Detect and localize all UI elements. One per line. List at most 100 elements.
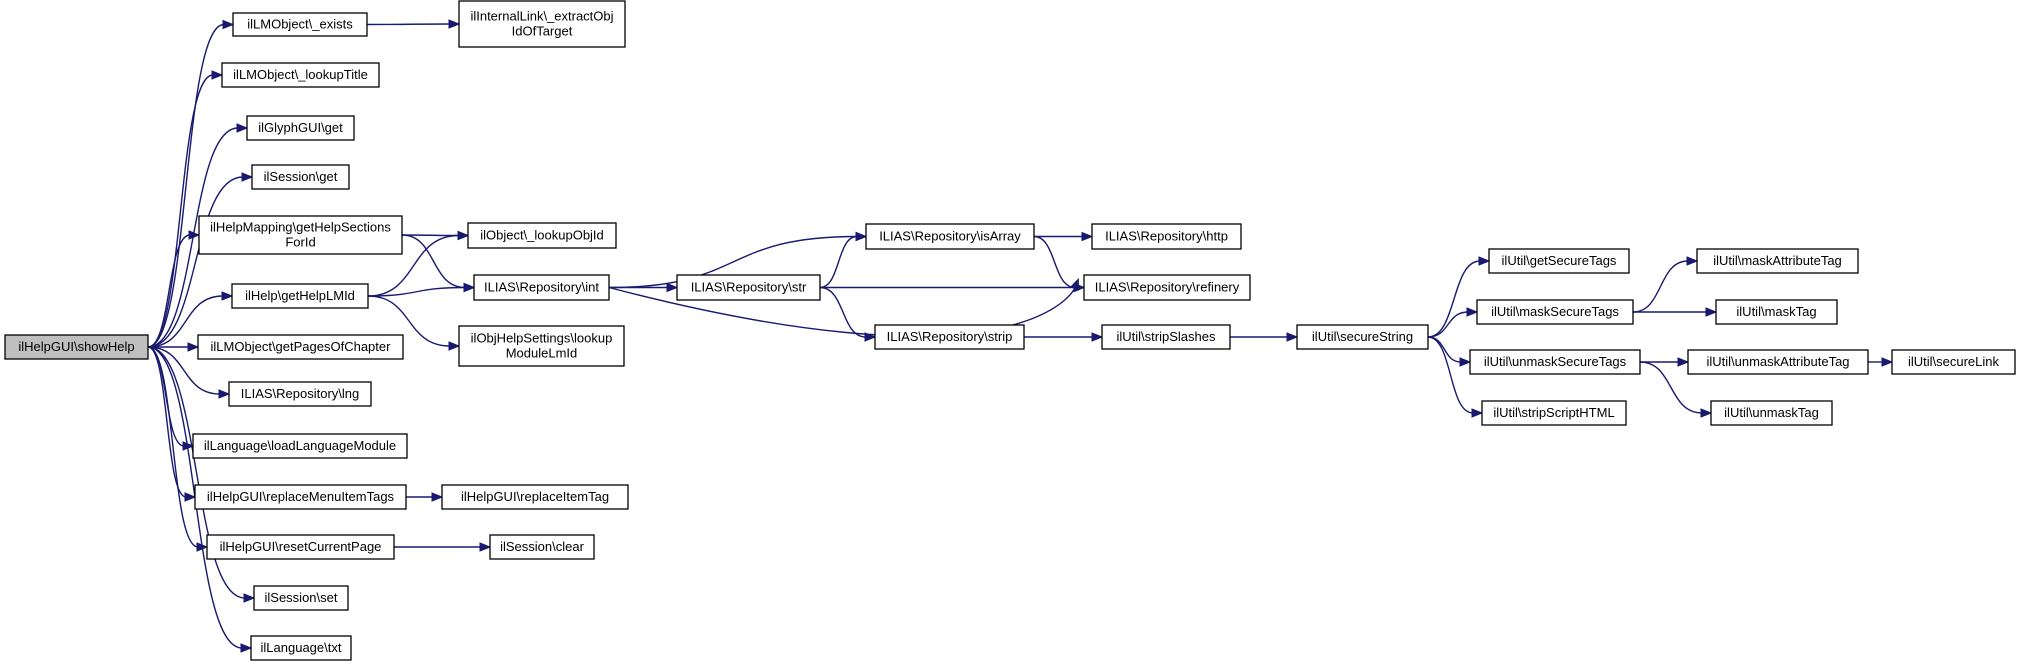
node-box	[221, 62, 380, 88]
node-box	[1469, 349, 1641, 375]
edge-line	[401, 234, 460, 237]
edge-showHelp-to-sessionGet	[147, 172, 254, 348]
node-label: ilUtil\maskSecureTags	[1491, 304, 1619, 319]
call-edges	[147, 19, 1894, 653]
node-box	[194, 484, 407, 510]
edge-line	[1427, 260, 1481, 338]
edge-unmaskSecureTags-to-unmaskTag	[1639, 361, 1713, 418]
node-secureString[interactable]: ilUtil\secureString	[1296, 324, 1429, 350]
edge-secureString-to-getSecureTags	[1427, 256, 1491, 338]
node-box	[232, 12, 368, 37]
node-maskAttrTag[interactable]: ilUtil\maskAttributeTag	[1696, 248, 1859, 274]
node-maskSecureTags[interactable]: ilUtil\maskSecureTags	[1476, 299, 1634, 325]
node-sessionGet[interactable]: ilSession\get	[251, 164, 350, 190]
node-label: ilUtil\secureString	[1312, 329, 1413, 344]
edge-getHelpLMId-to-lookupObjId	[367, 230, 470, 297]
arrowhead	[1705, 307, 1718, 317]
node-box	[1891, 349, 2016, 375]
edge-line	[1427, 311, 1469, 338]
edge-line	[147, 74, 214, 348]
edge-repoStrip-to-stripSlashes	[1023, 332, 1104, 342]
node-label: ForId	[285, 235, 315, 250]
arrowhead	[457, 230, 470, 241]
node-stripSlashes[interactable]: ilUtil\stripSlashes	[1101, 324, 1231, 350]
arrowhead	[1091, 332, 1104, 342]
arrowhead	[448, 341, 461, 351]
node-glyphGet[interactable]: ilGlyphGUI\get	[246, 115, 355, 141]
node-unmaskAttrTag[interactable]: ilUtil\unmaskAttributeTag	[1687, 349, 1869, 375]
edge-getHelpLMId-to-repoInt	[367, 282, 476, 297]
node-label: ilUtil\stripScriptHTML	[1493, 405, 1614, 420]
node-replaceMenuTags[interactable]: ilHelpGUI\replaceMenuItemTags	[194, 484, 407, 510]
node-label: ModuleLmId	[506, 346, 578, 361]
node-label: ILIAS\Repository\str	[691, 280, 807, 295]
node-label: ilSession\clear	[500, 539, 584, 554]
node-unmaskSecureTags[interactable]: ilUtil\unmaskSecureTags	[1469, 349, 1641, 375]
node-repoStr[interactable]: ILIAS\Repository\str	[676, 274, 821, 301]
edge-line	[147, 346, 187, 498]
node-label: ilUtil\unmaskTag	[1724, 405, 1819, 420]
arrowhead	[1881, 357, 1894, 367]
node-label: ilObjHelpSettings\lookup	[471, 331, 613, 346]
node-sessionClear[interactable]: ilSession\clear	[489, 534, 595, 560]
edge-repoStr-to-repoRefinery	[820, 282, 1086, 293]
node-loadLangModule[interactable]: ilLanguage\loadLanguageModule	[192, 433, 408, 459]
node-repoRefinery[interactable]: ILIAS\Repository\refinery	[1083, 274, 1251, 301]
node-lmExists[interactable]: ilLMObject\_exists	[232, 12, 368, 37]
node-maskTag[interactable]: ilUtil\maskTag	[1715, 299, 1838, 325]
node-resetPage[interactable]: ilHelpGUI\resetCurrentPage	[206, 534, 395, 560]
node-getHelpLMId[interactable]: ilHelp\getHelpLMId	[231, 283, 369, 309]
node-sessionSet[interactable]: ilSession\set	[253, 585, 349, 611]
edge-repoStr-to-repoStrip	[819, 286, 877, 342]
node-label: ILIAS\Repository\http	[1105, 229, 1228, 244]
node-stripScriptHTML[interactable]: ilUtil\stripScriptHTML	[1481, 400, 1627, 426]
arrowhead	[864, 332, 877, 342]
node-secureLink[interactable]: ilUtil\secureLink	[1891, 349, 2016, 375]
node-label: ilLMObject\_lookupTitle	[233, 67, 368, 82]
node-label: ilHelpMapping\getHelpSections	[210, 220, 391, 235]
edge-maskSecureTags-to-maskAttrTag	[1632, 256, 1699, 313]
node-repoHttp[interactable]: ILIAS\Repository\http	[1091, 223, 1242, 250]
edge-showHelp-to-repoLng	[147, 346, 231, 399]
node-lookupTitle[interactable]: ilLMObject\_lookupTitle	[221, 62, 380, 88]
node-label: ilUtil\maskAttributeTag	[1713, 253, 1842, 268]
node-box	[865, 223, 1035, 250]
node-box	[192, 433, 408, 459]
arrowhead	[188, 230, 201, 240]
node-lookupObjId[interactable]: ilObject\_lookupObjId	[467, 222, 617, 249]
node-box	[251, 164, 350, 190]
node-box	[228, 381, 372, 407]
node-repoIsArray[interactable]: ILIAS\Repository\isArray	[865, 223, 1035, 250]
node-label: ilUtil\getSecureTags	[1502, 253, 1617, 268]
node-label: ilObject\_lookupObjId	[480, 228, 604, 243]
edge-maskSecureTags-to-maskTag	[1632, 307, 1718, 317]
node-label: ILIAS\Repository\lng	[241, 386, 360, 401]
node-pagesOfChapter[interactable]: ilLMObject\getPagesOfChapter	[197, 334, 404, 360]
node-repoStrip[interactable]: ILIAS\Repository\strip	[874, 324, 1025, 350]
arrowhead	[431, 492, 444, 502]
node-repoLng[interactable]: ILIAS\Repository\lng	[228, 381, 372, 407]
node-replaceItemTag[interactable]: ilHelpGUI\replaceItemTag	[441, 484, 629, 510]
node-unmaskTag[interactable]: ilUtil\unmaskTag	[1710, 400, 1833, 426]
node-repoInt[interactable]: ILIAS\Repository\int	[473, 274, 610, 301]
arrowhead	[666, 282, 679, 293]
node-langTxt[interactable]: ilLanguage\txt	[250, 635, 352, 661]
edge-replaceMenuTags-to-replaceItemTag	[406, 492, 444, 502]
edge-line	[608, 235, 858, 289]
node-box	[1696, 248, 1859, 274]
edge-repoIsArray-to-repoHttp	[1034, 231, 1094, 242]
arrowhead	[221, 291, 234, 301]
edge-showHelp-to-getHelpLMId	[147, 291, 234, 348]
node-label: ilUtil\secureLink	[1908, 354, 2000, 369]
node-getSecureTags[interactable]: ilUtil\getSecureTags	[1488, 248, 1630, 274]
arrowhead	[218, 389, 231, 399]
node-label: ILIAS\Repository\strip	[887, 329, 1013, 344]
arrowhead	[1677, 357, 1690, 367]
arrowhead	[1081, 231, 1094, 242]
edge-repoStr-to-repoIsArray	[819, 231, 868, 289]
node-showHelp[interactable]: ilHelpGUI\showHelp	[4, 334, 149, 360]
arrowhead	[463, 282, 476, 293]
